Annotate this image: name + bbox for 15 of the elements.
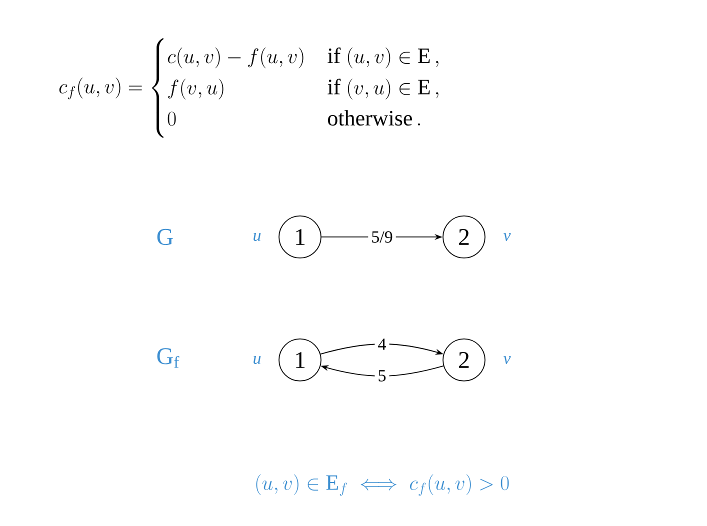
graph-name: G$_{f}$ (157, 348, 180, 368)
graph-node: 1 (278, 216, 322, 258)
edge-label: 5 (374, 367, 390, 384)
graph-node: 1 (278, 338, 322, 382)
vertex-label: v (503, 233, 511, 241)
vertex-label: u (254, 232, 261, 241)
graph-name: G (157, 228, 173, 246)
vertex-label: u (254, 356, 261, 364)
edge-label: 5/9 (368, 228, 396, 246)
formula: $(u,v) \in \mathrm{E}_f \iff c_f(u,v) > 0$ (256, 474, 509, 496)
graph-node: 2 (442, 216, 486, 258)
edge-label: 4 (374, 336, 390, 353)
graph-node: 2 (442, 338, 486, 382)
formula: $c_f(u,v) = \begin{cases} c(u,v) - f(u,v) & \text{if } (u,v) \in \mathrm{E}\,, \\ f(v,u) & \text{if } (v,u) \in \mathrm{E}\,, \\ 0 & \text{otherwise}\,. \end{cases}$ (59, 38, 438, 138)
vertex-label: v (503, 356, 511, 364)
